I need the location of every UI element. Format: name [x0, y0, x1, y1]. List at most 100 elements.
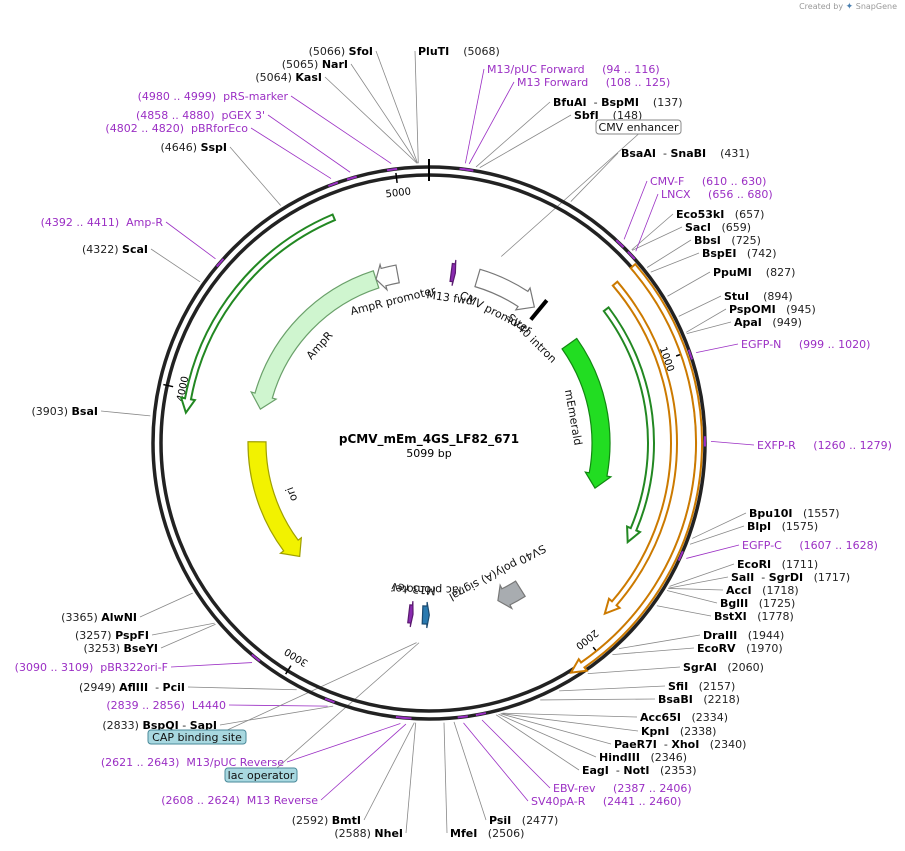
feature-ampr-promoter	[375, 262, 400, 292]
site-label-nhei: (2588) NheI	[334, 827, 403, 840]
site-position: (2353)	[650, 764, 697, 777]
enzyme-name: SfiI	[668, 680, 688, 693]
primer-leader-15	[267, 114, 351, 173]
primer-label-16: (4980 .. 4999) pRS-marker	[138, 90, 289, 103]
site-label-acc65i: Acc65I (2334)	[640, 711, 728, 724]
enzyme-name: PpuMI	[713, 266, 752, 279]
site-position: -	[656, 147, 670, 160]
enzyme-name: BfuAI	[553, 96, 587, 109]
site-label-bfuai-bspmi: BfuAI - BspMI (137)	[553, 96, 683, 109]
site-label-ppumi: PpuMI (827)	[713, 266, 795, 279]
site-position: (2338)	[669, 725, 716, 738]
primer-mark-7	[475, 712, 487, 716]
site-position: (1944)	[737, 629, 784, 642]
site-position: (148)	[599, 109, 643, 122]
enzyme-name: AlwNI	[101, 611, 137, 624]
site-label-bsabi: BsaBI (2218)	[658, 693, 740, 706]
primer-mark-15	[346, 175, 358, 181]
site-label-mfei: MfeI (2506)	[450, 827, 524, 840]
site-position: (2833)	[102, 719, 142, 732]
tick-label-3000: 3000	[283, 645, 310, 668]
site-leader-38	[160, 623, 216, 649]
site-leader-18	[668, 576, 729, 589]
site-leader-30	[498, 713, 597, 758]
enzyme-name: SbfI	[574, 109, 599, 122]
feature-cmv-promoter	[474, 268, 536, 311]
site-position: (5064)	[255, 71, 295, 84]
primer-label-4: EGFP-N (999 .. 1020)	[741, 338, 870, 351]
site-position: (2218)	[693, 693, 740, 706]
enzyme-name: Eco53kI	[676, 208, 724, 221]
site-leader-11	[667, 271, 711, 297]
site-leader-26	[540, 698, 656, 701]
primer-leader-11	[228, 704, 328, 707]
primer-label-10: (2621 .. 2643) M13/pUC Reverse	[101, 756, 284, 769]
site-leader-14	[686, 321, 732, 334]
boxed-feature-cap-binding-site	[147, 729, 247, 745]
site-label-draiii: DraIII (1944)	[703, 629, 784, 642]
created-by-text: Created by	[799, 2, 844, 11]
orf-arrow-3	[179, 213, 337, 415]
primer-mark-16	[386, 167, 398, 172]
primer-label-15: (4858 .. 4880) pGEX 3'	[136, 109, 265, 122]
primer-leader-8	[463, 722, 529, 802]
site-leader-3	[414, 50, 419, 164]
site-leader-15	[692, 512, 747, 539]
site-position: (2477)	[511, 814, 558, 827]
primer-label-6: EGFP-C (1607 .. 1628)	[742, 539, 878, 552]
site-label-apai: ApaI (949)	[734, 316, 802, 329]
enzyme-name: EcoRI	[737, 558, 771, 571]
site-label-bsai: (3903) BsaI	[31, 405, 98, 418]
site-position: (1557)	[793, 507, 840, 520]
site-label-acci: AccI (1718)	[726, 584, 799, 597]
site-label-blpi: BlpI (1575)	[747, 520, 818, 533]
site-position: (3257)	[75, 629, 115, 642]
site-leader-36	[219, 705, 334, 726]
enzyme-name: StuI	[724, 290, 749, 303]
enzyme-name: BseYI	[124, 642, 158, 655]
site-leader-29	[500, 713, 612, 745]
site-leader-1	[350, 63, 418, 164]
site-position: (2592)	[292, 814, 332, 827]
feature-label-lac-promoter: lac promoter	[391, 582, 462, 596]
enzyme-name: NheI	[374, 827, 403, 840]
feature-ori	[247, 441, 303, 558]
enzyme-name: SnaBI	[670, 147, 706, 160]
site-label-ecorv: EcoRV (1970)	[697, 642, 783, 655]
feature-ampr	[249, 270, 380, 411]
site-label-alwni: (3365) AlwNI	[61, 611, 137, 624]
primer-leader-14	[250, 127, 332, 179]
enzyme-name: PaeR7I	[614, 738, 657, 751]
enzyme-name: BspQI	[142, 719, 178, 732]
site-label-sspi: (4646) SspI	[160, 141, 227, 154]
site-leader-34	[405, 722, 417, 834]
site-label-bspei: BspEI (742)	[702, 247, 777, 260]
site-leader-8	[632, 226, 683, 251]
primer-mark-8	[457, 715, 468, 719]
site-label-bspqi-sapi: (2833) BspQI - SapI	[102, 719, 217, 732]
enzyme-name: SfoI	[349, 45, 373, 58]
site-label-pspomi: PspOMI (945)	[729, 303, 816, 316]
site-position: (3365)	[61, 611, 101, 624]
feature-lac-promoter	[421, 601, 430, 629]
site-label-ecori: EcoRI (1711)	[737, 558, 818, 571]
primer-label-5: EXFP-R (1260 .. 1279)	[757, 439, 892, 452]
enzyme-name: BspEI	[702, 247, 736, 260]
enzyme-name: PspOMI	[729, 303, 776, 316]
feature-sv40-poly-a-signal	[497, 580, 526, 610]
enzyme-name: XhoI	[671, 738, 699, 751]
boxed-label-cap-binding-site: CAP binding site	[152, 731, 242, 744]
enzyme-name: BlpI	[747, 520, 771, 533]
primer-leader-12	[170, 662, 253, 668]
site-label-stui: StuI (894)	[724, 290, 793, 303]
primer-mark-13	[215, 258, 225, 268]
primer-label-13: (4392 .. 4411) Amp-R	[41, 216, 164, 229]
site-label-eco53ki: Eco53kI (657)	[676, 208, 764, 221]
snapgene-name: SnapGene	[855, 2, 897, 11]
site-leader-42	[150, 248, 201, 283]
primer-leader-3	[635, 193, 659, 252]
enzyme-name: ScaI	[122, 243, 148, 256]
enzyme-name: BspMI	[601, 96, 639, 109]
site-leader-9	[646, 239, 692, 268]
